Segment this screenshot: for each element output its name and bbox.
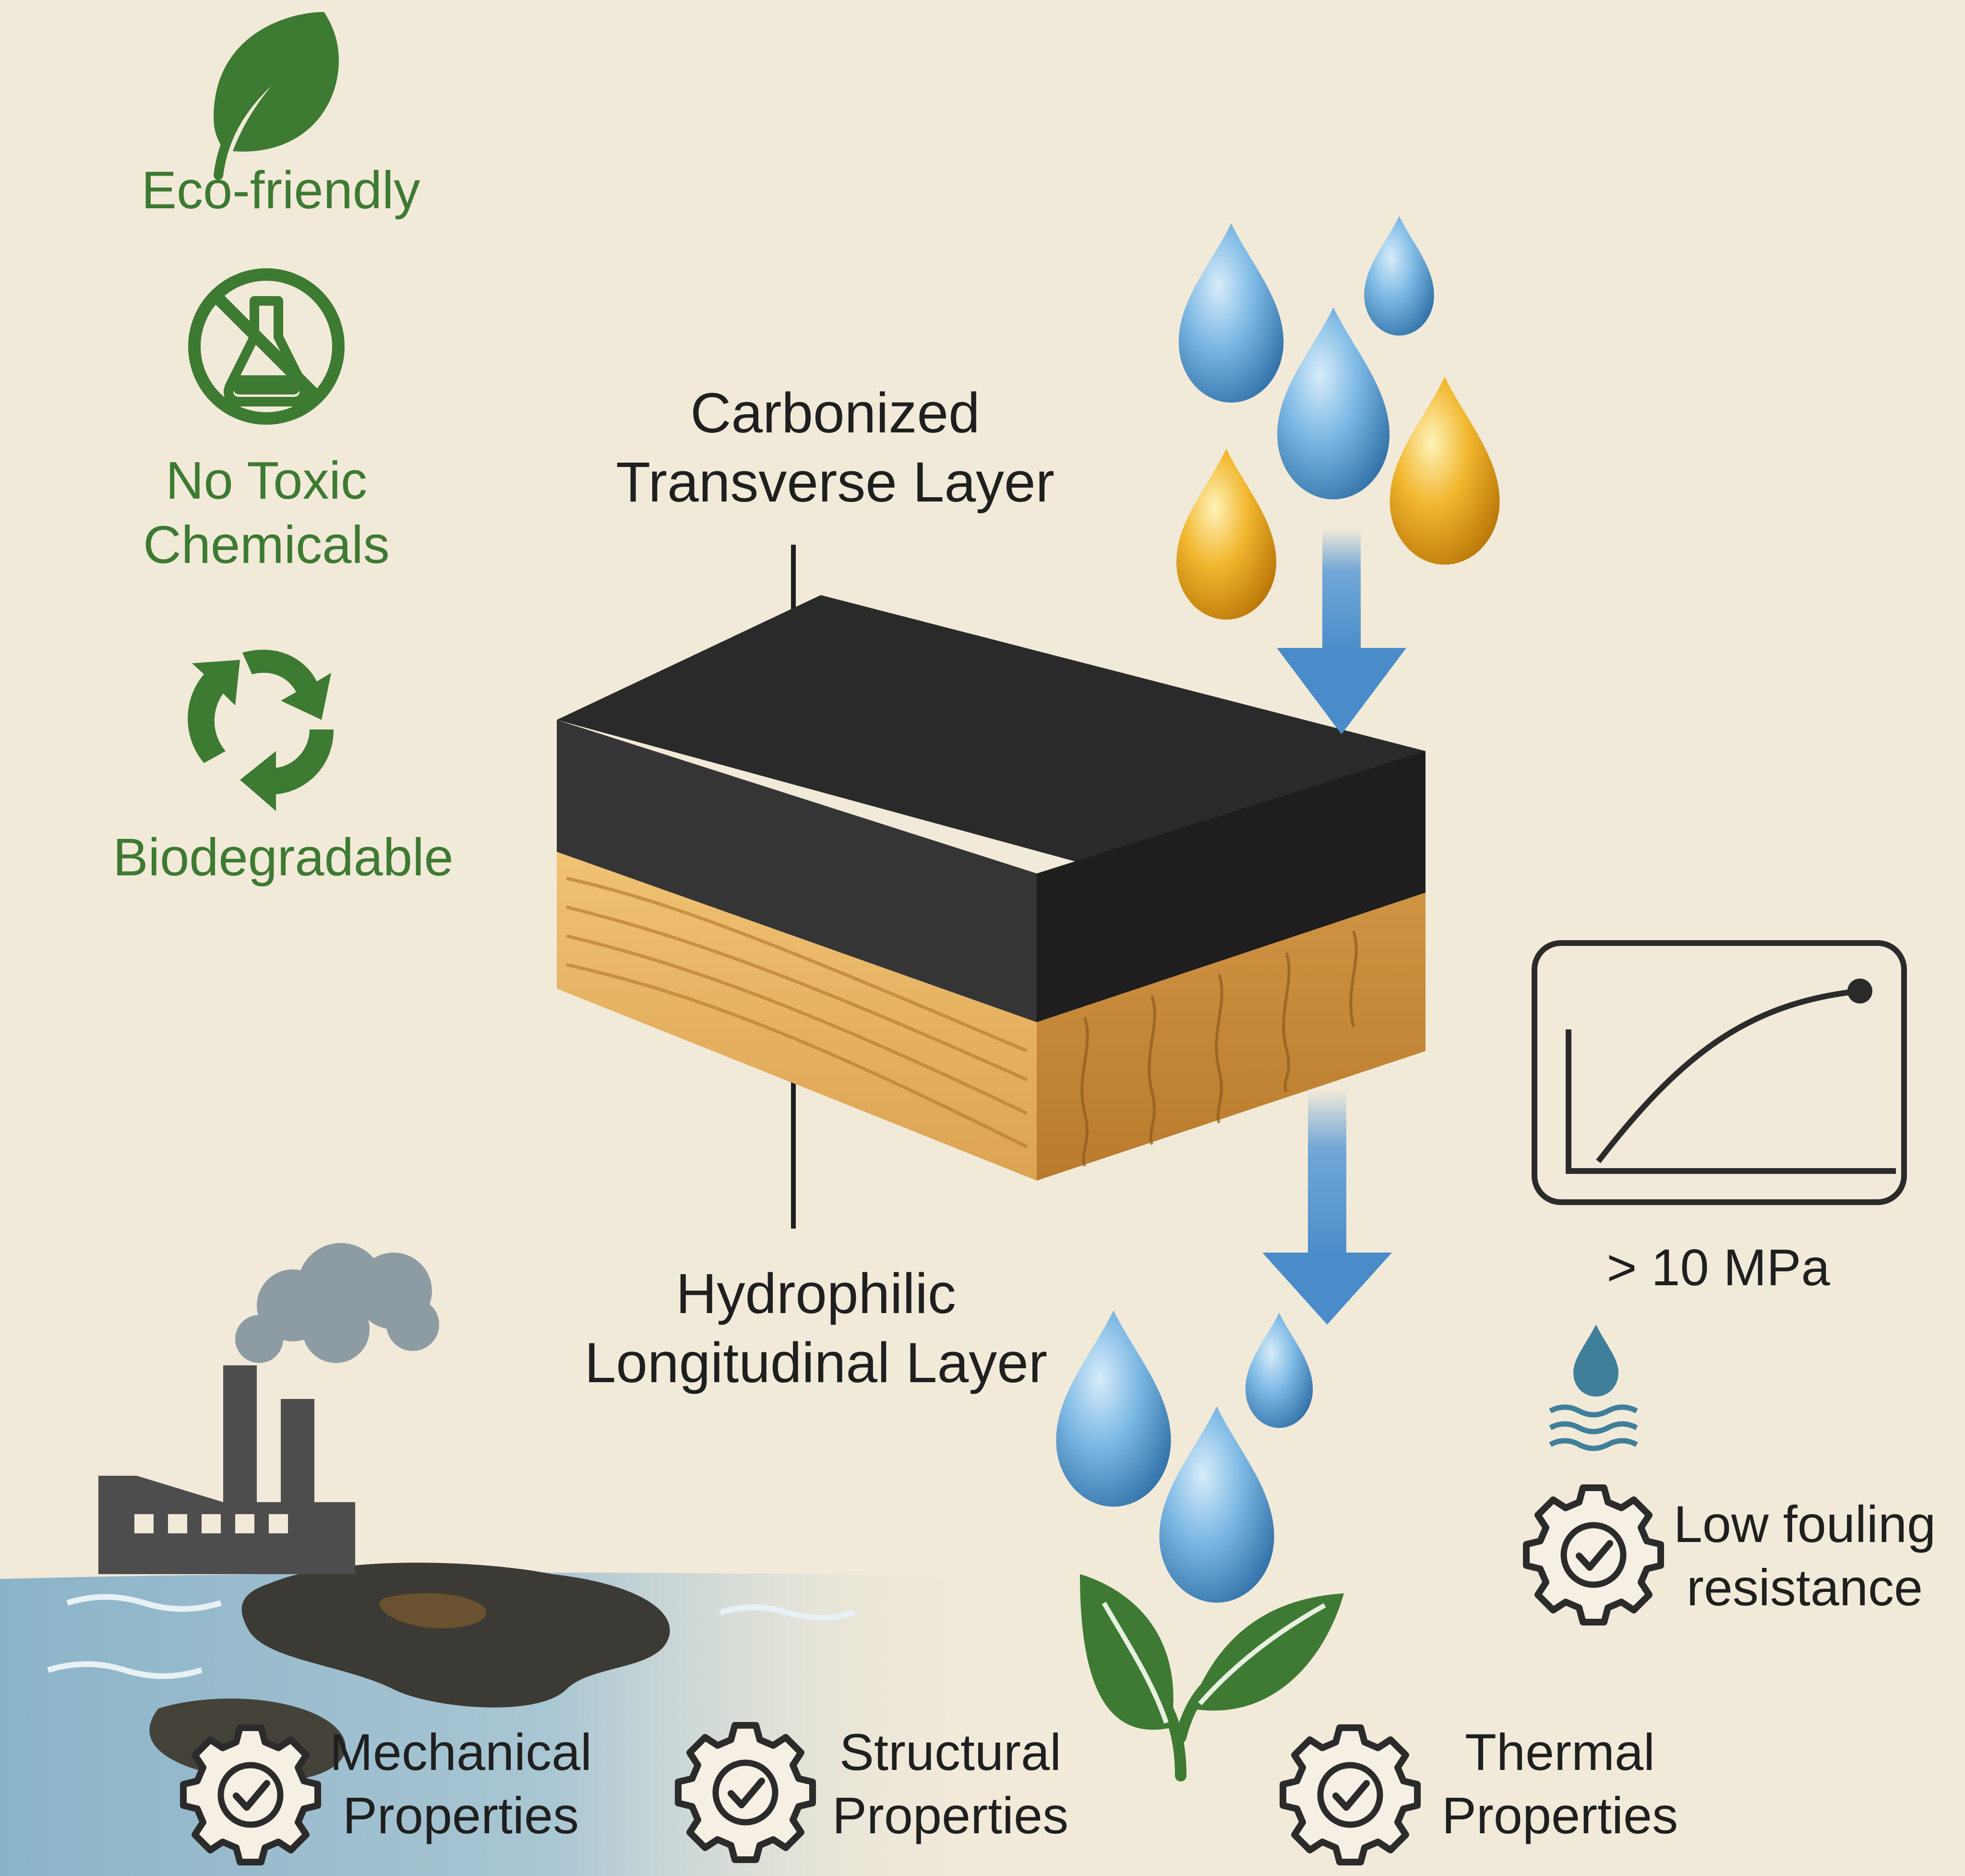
no-toxic-chemicals-label: No Toxic Chemicals bbox=[143, 451, 390, 575]
gear-check-icon bbox=[1526, 1488, 1661, 1622]
oil-spill-sheen bbox=[380, 1593, 487, 1628]
carbon-layer-top bbox=[557, 595, 1426, 883]
factory-icon bbox=[98, 1365, 355, 1574]
oil-droplet bbox=[1176, 449, 1276, 620]
wood-grain bbox=[566, 876, 1028, 1149]
strength-value-label: > 10 MPa bbox=[1606, 1238, 1830, 1296]
gear-check-icon bbox=[678, 1725, 813, 1860]
top-layer-label: Carbonized Transverse Layer bbox=[616, 382, 1054, 514]
wood-layer-front bbox=[557, 852, 1037, 1181]
carbon-layer-side bbox=[1037, 751, 1426, 1022]
biodegradable-label: Biodegradable bbox=[113, 828, 454, 887]
sea-wave bbox=[66, 1594, 222, 1612]
carbon-layer-front bbox=[557, 720, 1037, 1022]
water-droplet bbox=[1364, 216, 1434, 336]
water-droplet bbox=[1159, 1406, 1274, 1603]
recycle-icon bbox=[188, 649, 334, 811]
water-droplet bbox=[1178, 223, 1284, 403]
eco-friendly-label: Eco-friendly bbox=[141, 161, 420, 220]
mechanical-properties-label: Mechanical Properties bbox=[329, 1723, 592, 1844]
sprout-icon bbox=[1080, 1574, 1344, 1781]
oil-droplet bbox=[1390, 377, 1500, 565]
structural-properties-label: Structural Properties bbox=[832, 1723, 1069, 1844]
water-wave-icon bbox=[1549, 1325, 1638, 1451]
sea-wave bbox=[719, 1604, 855, 1621]
wood-layer-side bbox=[1037, 893, 1426, 1181]
gear-check-icon bbox=[183, 1728, 318, 1862]
low-fouling-label: Low fouling resistance bbox=[1673, 1495, 1936, 1616]
water-droplet bbox=[1277, 307, 1390, 500]
gear-check-icon bbox=[1283, 1728, 1417, 1862]
bottom-layer-label: Hydrophilic Longitudinal Layer bbox=[584, 1262, 1048, 1395]
stress-strain-chart-icon bbox=[1532, 940, 1907, 1205]
sea-wave bbox=[47, 1661, 203, 1679]
no-chemicals-icon bbox=[188, 268, 345, 425]
layered-membrane-block bbox=[557, 595, 1426, 1181]
oil-spill bbox=[241, 1563, 670, 1708]
water-droplet bbox=[1245, 1313, 1313, 1428]
flow-arrow-out bbox=[1262, 1089, 1392, 1325]
smoke-cloud bbox=[235, 1243, 439, 1363]
leaf-icon bbox=[214, 12, 339, 180]
wood-grain-side bbox=[1080, 931, 1358, 1167]
thermal-properties-label: Thermal Properties bbox=[1441, 1723, 1678, 1844]
flow-arrow-in bbox=[1277, 528, 1406, 734]
